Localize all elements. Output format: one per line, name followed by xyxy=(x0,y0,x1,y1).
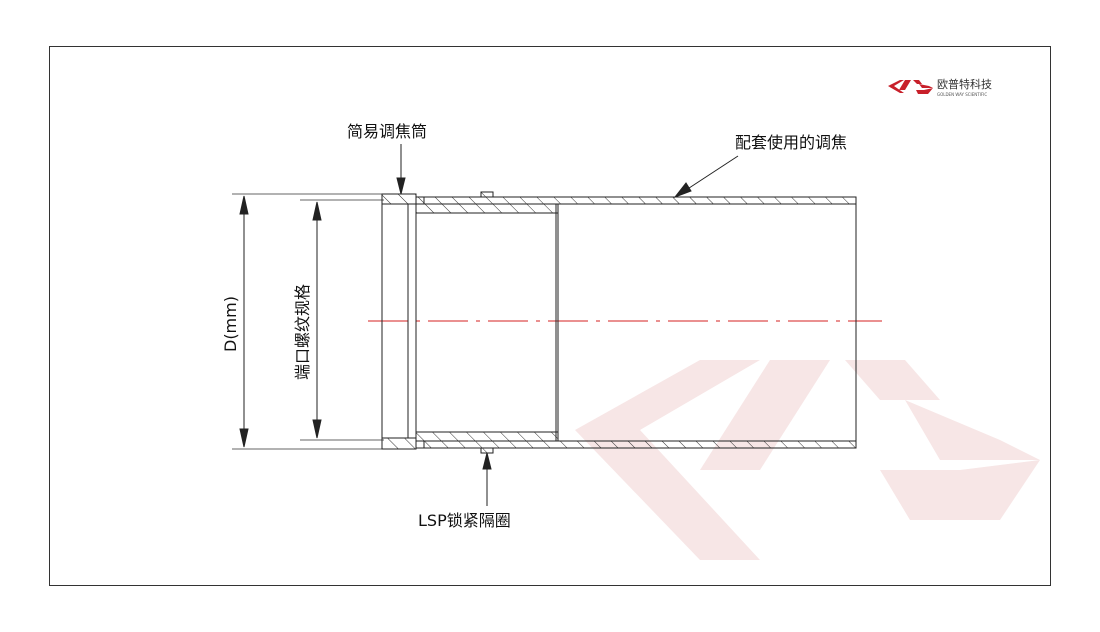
lsp-spacer xyxy=(480,191,494,454)
leader-simple-focus-tube xyxy=(396,144,406,195)
diameter-dimension xyxy=(239,195,249,448)
simple-focus-tube xyxy=(381,193,559,450)
label-matching-focus-tube: 配套使用的调焦 xyxy=(735,133,847,152)
label-diameter: D(mm) xyxy=(221,296,240,352)
label-port-thread-spec: 端口螺纹规格 xyxy=(293,284,312,380)
label-lsp-spacer: LSP锁紧隔圈 xyxy=(418,511,511,530)
leader-matching-focus-tube xyxy=(673,155,739,199)
drawing-frame xyxy=(49,46,1051,586)
logo-company-name: 欧普特科技 xyxy=(937,77,992,91)
matching-focus-tube xyxy=(423,196,857,449)
logo-tagline: GOLDEN WAY SCIENTIFIC xyxy=(937,92,987,97)
watermark-logo xyxy=(575,360,1040,560)
leader-lsp-spacer xyxy=(482,452,492,506)
company-logo: 欧普特科技 GOLDEN WAY SCIENTIFIC xyxy=(888,77,992,97)
extension-lines xyxy=(232,193,384,450)
label-simple-focus-tube: 简易调焦筒 xyxy=(347,122,427,141)
thread-dimension xyxy=(312,201,322,439)
